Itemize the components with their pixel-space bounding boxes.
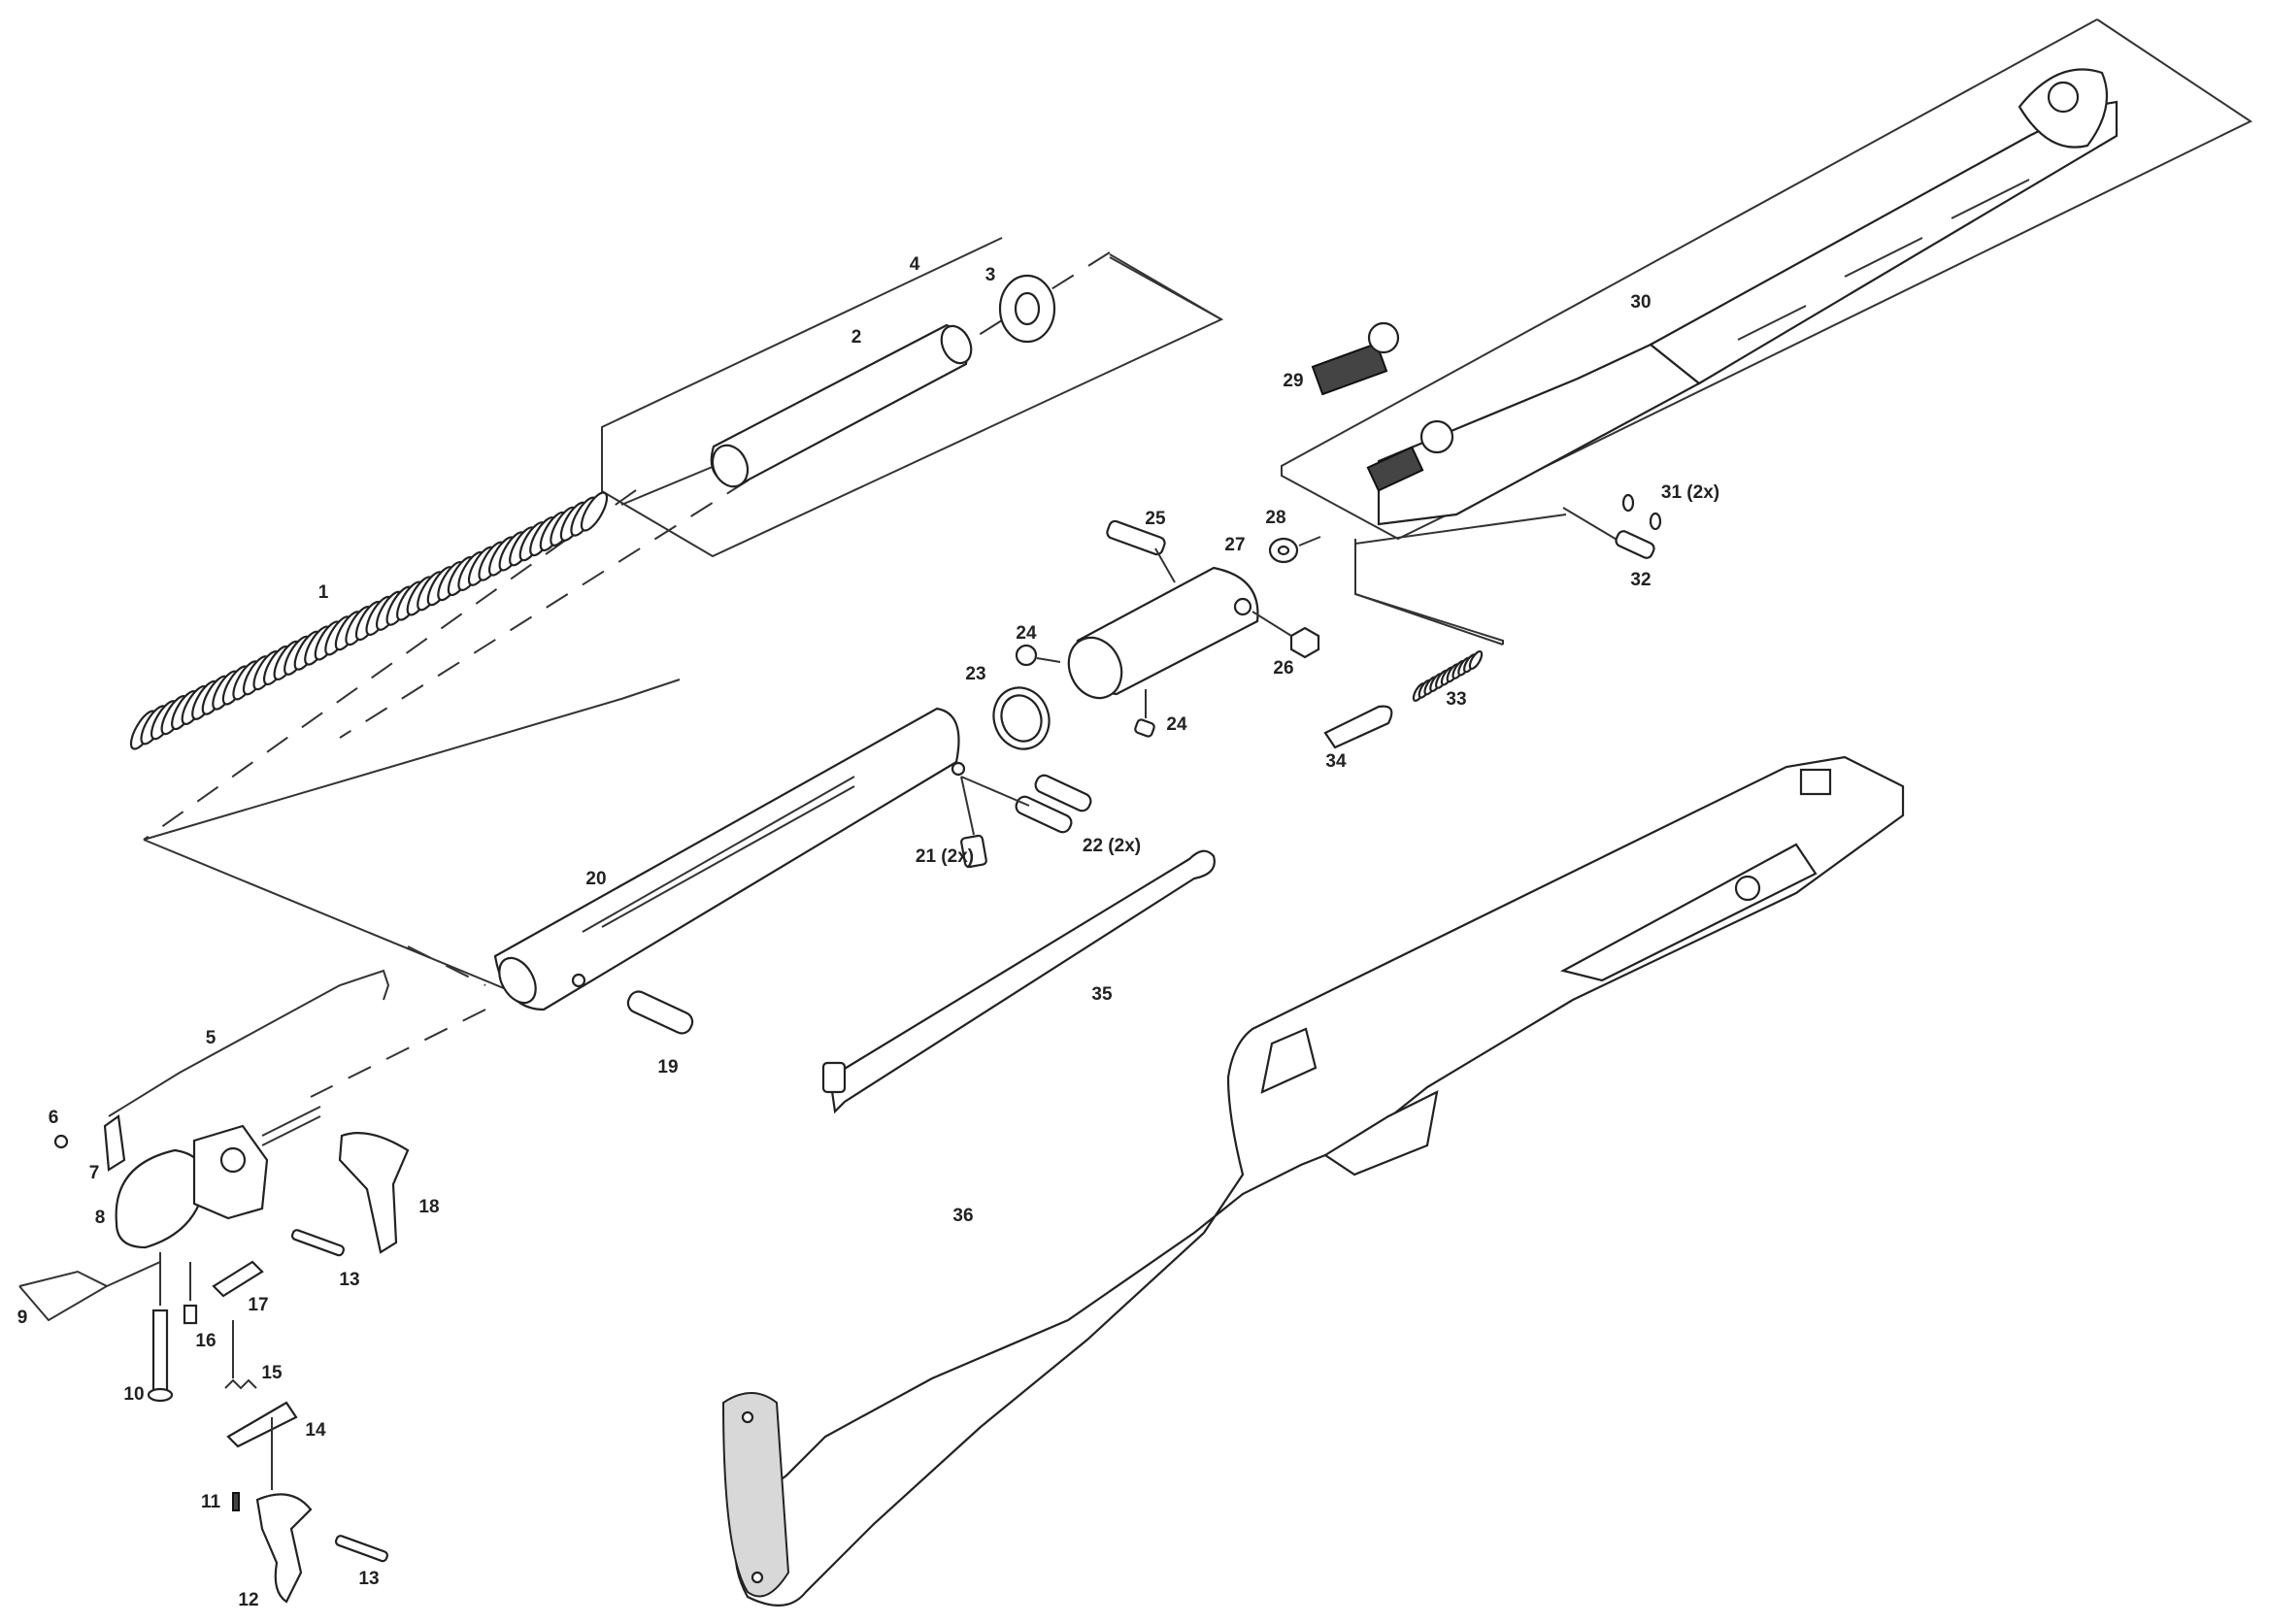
label-part-20: 20 [585,869,606,889]
label-part-33: 33 [1446,689,1466,710]
label-part-22: 22 (2x) [1083,836,1141,856]
spring-guide-part [710,323,973,488]
rear-sight-part [1311,321,1400,396]
label-part-31: 31 (2x) [1661,482,1719,503]
label-part-2: 2 [851,327,862,348]
label-part-35: 35 [1091,984,1113,1005]
label-part-29: 29 [1283,371,1303,391]
label-part-15: 15 [261,1363,283,1383]
label-part-34: 34 [1325,751,1347,772]
label-part-23: 23 [965,664,985,684]
part-labels: 1 2 3 4 5 6 7 8 9 10 11 12 13 13 14 15 1… [17,254,1719,1610]
detent-spring-33-34 [1323,650,1484,749]
label-part-19: 19 [657,1057,678,1077]
piston-assembly [992,519,1321,750]
label-part-25: 25 [1145,509,1166,529]
washer-part [998,274,1056,344]
cocking-lever-part [821,849,1216,1114]
label-part-26: 26 [1273,658,1293,679]
label-part-16: 16 [195,1331,216,1351]
screws-pins-21-22 [960,774,1092,869]
label-part-4: 4 [910,254,920,275]
trigger-group [18,969,410,1604]
label-part-6: 6 [49,1108,59,1128]
label-part-14: 14 [305,1420,326,1441]
label-part-1: 1 [318,582,329,603]
compression-tube-part [493,707,966,1011]
label-part-21: 21 (2x) [916,846,974,867]
label-part-5: 5 [206,1028,217,1048]
label-part-8: 8 [95,1208,106,1228]
dashed-guide-lines [143,251,1111,1098]
mainspring-part [129,455,739,750]
label-part-24-nut: 24 [1016,623,1037,644]
assembly-frames [143,18,2253,1006]
label-part-7: 7 [89,1163,100,1183]
label-part-3: 3 [985,265,996,285]
label-part-13-upper: 13 [339,1270,359,1290]
label-part-9: 9 [17,1308,28,1328]
pins-31-32 [1562,493,1662,559]
label-part-11: 11 [201,1492,221,1512]
barrel-part [1366,68,2119,526]
label-part-32: 32 [1630,570,1651,590]
stock-part [721,755,1905,1607]
label-part-13-lower: 13 [358,1569,379,1589]
pin-19-part [626,990,694,1035]
spring-33-coil [1468,650,1484,670]
label-part-12: 12 [238,1590,258,1610]
label-part-27: 27 [1224,535,1245,555]
label-part-10: 10 [123,1384,144,1405]
label-part-36: 36 [952,1206,973,1226]
label-part-28: 28 [1265,508,1285,528]
label-part-30: 30 [1630,292,1651,313]
label-part-18: 18 [418,1197,439,1217]
mainspring-coil [580,491,609,532]
label-part-24-pin: 24 [1166,714,1187,735]
label-part-17: 17 [248,1295,268,1315]
